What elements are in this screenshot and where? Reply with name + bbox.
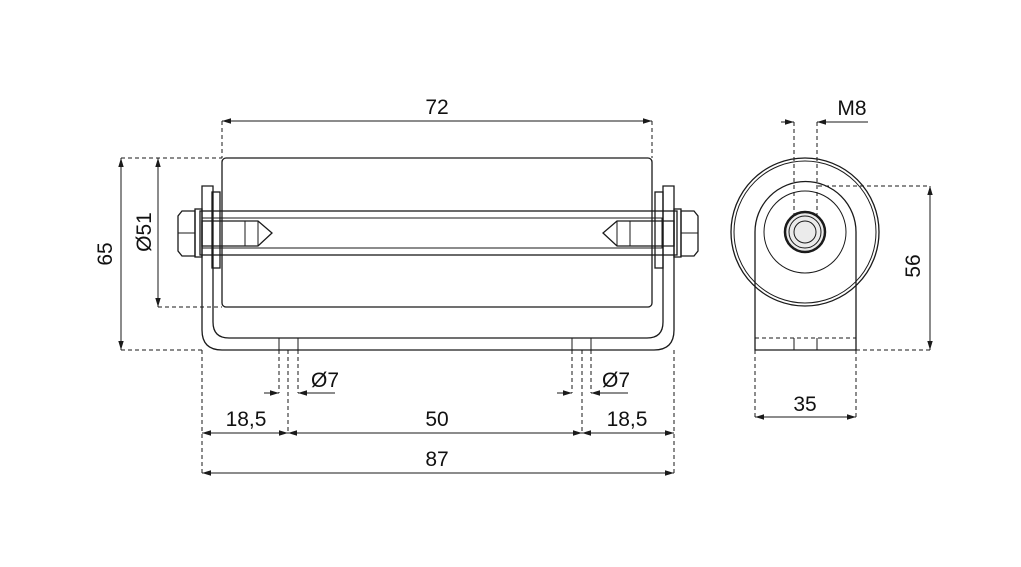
dim-roller-length: 72	[425, 96, 448, 119]
dim-overall-height: 65	[94, 242, 117, 265]
u-bracket	[201, 185, 675, 351]
dim-axle-height: 56	[902, 254, 925, 277]
right-washer	[654, 191, 664, 269]
dim-left-offset: 18,5	[226, 408, 267, 431]
roller-body	[221, 157, 653, 308]
side-view: M8 56 35	[730, 97, 933, 420]
dim-hole-right: Ø7	[602, 369, 630, 392]
dim-roller-diameter: Ø51	[133, 212, 156, 252]
dim-right-offset: 18,5	[607, 408, 648, 431]
dim-overall-width: 87	[425, 448, 448, 471]
dim-hole-left: Ø7	[311, 369, 339, 392]
side-bracket	[754, 180, 857, 351]
axle	[199, 210, 678, 256]
axle-end	[793, 220, 817, 244]
front-view: 72 65 Ø51 Ø7 Ø7 18,5 50 18,5 87	[94, 96, 699, 476]
left-nut	[177, 208, 203, 258]
dim-thread: M8	[837, 97, 866, 120]
dim-bracket-width: 35	[793, 393, 816, 416]
wheel	[730, 157, 880, 307]
right-nut	[673, 208, 699, 258]
dim-hole-spacing: 50	[425, 408, 448, 431]
left-washer	[211, 191, 221, 269]
